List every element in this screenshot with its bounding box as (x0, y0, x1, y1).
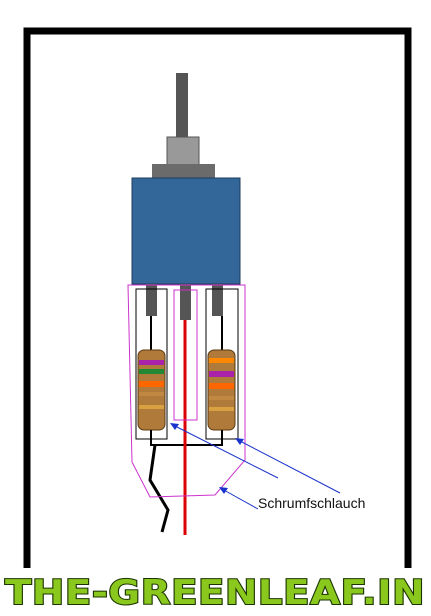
resistor-left-band-2 (139, 369, 164, 374)
resistor-right-band-5 (209, 407, 234, 411)
resistor-left-band-1 (139, 360, 164, 365)
switch-collar (166, 136, 200, 166)
shrink-tube-center (173, 289, 198, 421)
resistor-right-band-4 (209, 396, 234, 400)
watermark-band (0, 568, 431, 616)
resistor-right-band-2 (209, 371, 234, 377)
watermark-logo: THE-GREENLEAF.IN (5, 573, 425, 613)
switch-pin-right (212, 284, 223, 316)
shrink-tube-right (205, 288, 239, 440)
diagram-frame (23, 27, 412, 607)
shrink-tube-left (135, 288, 168, 440)
arrow-to-tube-outer (219, 487, 259, 510)
switch-body (131, 177, 241, 285)
toggle-switch-icon (131, 73, 241, 320)
switch-pin-left (146, 284, 157, 316)
arrow-to-tube-right (235, 438, 341, 494)
wire-black-out (148, 444, 170, 533)
switch-pin-center (180, 284, 191, 320)
switch-lever (176, 73, 188, 139)
resistor-left-band-3 (139, 381, 164, 387)
resistor-left-band-4 (139, 405, 164, 409)
arrow-to-tube-left (170, 423, 279, 479)
resistor-icon (137, 349, 166, 431)
resistor-right-band-3 (209, 383, 234, 389)
shrink-tube-label: Schrumfschlauch (258, 495, 365, 511)
switch-nut (152, 164, 215, 180)
resistor-left-band-5 (139, 392, 164, 396)
resistor-right-band-1 (209, 358, 234, 363)
shrink-tube-outer (127, 284, 246, 498)
resistor-icon (207, 349, 236, 431)
